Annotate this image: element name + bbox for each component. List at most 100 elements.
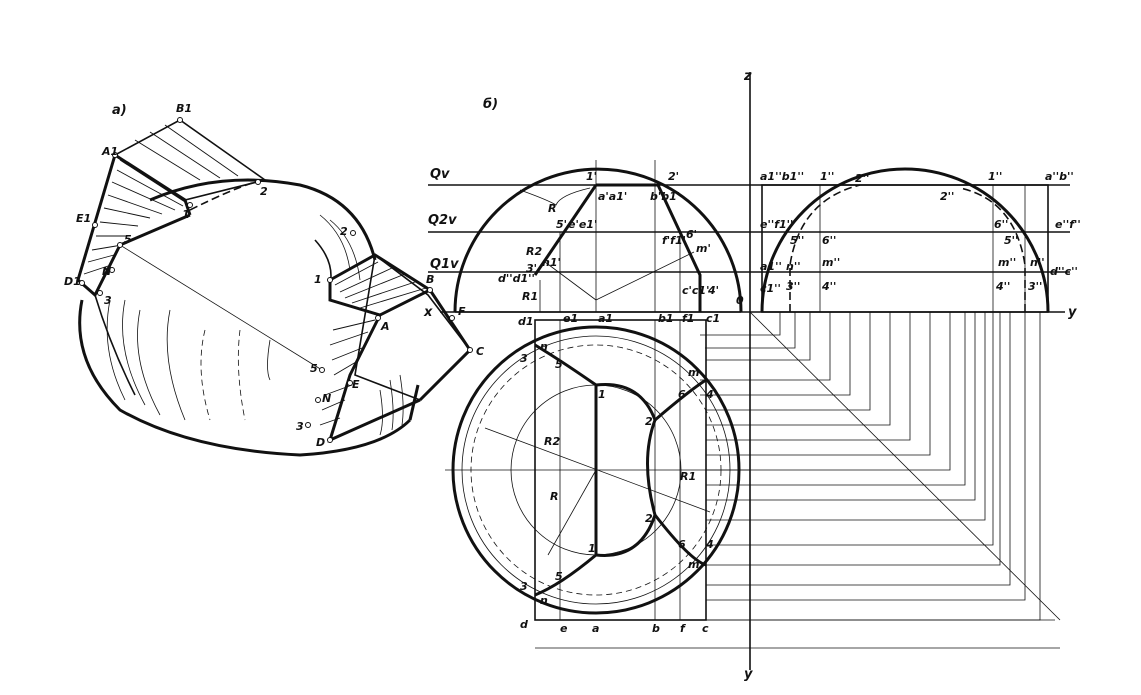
svg-text:2: 2 <box>645 512 653 525</box>
svg-text:e1: e1 <box>563 312 578 325</box>
panel-b-caption: б) <box>483 97 498 112</box>
svg-text:e''f'': e''f'' <box>1055 218 1081 231</box>
svg-text:6: 6 <box>678 538 686 551</box>
plane-qv-label: Qv <box>430 167 450 182</box>
svg-text:E: E <box>352 378 360 391</box>
svg-text:N: N <box>102 265 111 278</box>
panel-a-caption: a) <box>112 103 127 118</box>
svg-text:1: 1 <box>182 208 190 221</box>
axis-line <box>119 244 323 371</box>
projection-lines <box>535 311 1061 649</box>
svg-text:m'': m'' <box>998 256 1016 269</box>
svg-text:5'': 5'' <box>790 234 804 247</box>
svg-text:4'': 4'' <box>995 280 1010 293</box>
svg-text:R1: R1 <box>522 290 538 303</box>
svg-text:B: B <box>426 273 434 286</box>
svg-text:d: d <box>520 618 528 631</box>
svg-text:5: 5 <box>555 570 563 583</box>
svg-text:5: 5 <box>124 233 132 246</box>
svg-text:5: 5 <box>555 358 563 371</box>
svg-text:4': 4' <box>707 284 719 297</box>
svg-text:3'': 3'' <box>1028 280 1042 293</box>
z-axis-label: z <box>743 69 752 84</box>
svg-text:3: 3 <box>520 352 528 365</box>
svg-text:R1: R1 <box>680 470 696 483</box>
front-view <box>453 160 743 313</box>
svg-text:R: R <box>548 202 556 215</box>
front-view-labels: 1' 2' a'a1' b'b1' 5' e'e1' f'f1' 6' m' R… <box>498 170 719 303</box>
dome-top-outline <box>149 178 377 261</box>
svg-text:n: n <box>540 340 548 353</box>
svg-text:4'': 4'' <box>821 280 836 293</box>
svg-text:n: n <box>540 594 548 607</box>
svg-text:m: m <box>688 366 699 379</box>
svg-text:C: C <box>476 345 484 358</box>
top-view-labels: d1 e1 a1 b1 f1 c1 3 n 5 1 2 m 6 4 R2 R R… <box>518 312 720 635</box>
svg-text:n'': n'' <box>1030 256 1045 269</box>
svg-text:m: m <box>688 558 699 571</box>
svg-text:e: e <box>560 622 568 635</box>
svg-text:D1: D1 <box>64 275 81 288</box>
svg-text:R: R <box>550 490 558 503</box>
svg-text:e''f1'': e''f1'' <box>760 218 793 231</box>
svg-text:2'': 2'' <box>940 190 954 203</box>
svg-text:e'e1': e'e1' <box>568 218 597 231</box>
svg-text:a: a <box>592 622 599 635</box>
svg-text:c1'': c1'' <box>760 282 781 295</box>
svg-text:6': 6' <box>686 228 697 241</box>
svg-text:A: A <box>380 320 390 333</box>
svg-text:c'c1': c'c1' <box>682 284 709 297</box>
svg-text:d''d1'': d''d1'' <box>498 272 535 285</box>
side-view-labels: a1''b1'' 1'' 2'' 2'' 1'' a''b'' e''f1'' … <box>760 170 1081 295</box>
svg-text:f'f1': f'f1' <box>662 234 686 247</box>
cut-curve-left <box>94 294 136 396</box>
svg-text:3': 3' <box>526 262 537 275</box>
svg-text:4: 4 <box>705 538 714 551</box>
svg-text:c: c <box>702 622 709 635</box>
svg-text:a1'': a1'' <box>760 260 782 273</box>
svg-text:5: 5 <box>310 362 318 375</box>
svg-text:a'a1': a'a1' <box>598 190 627 203</box>
svg-text:1: 1 <box>588 542 596 555</box>
svg-text:1'': 1'' <box>820 170 834 183</box>
svg-text:2: 2 <box>645 415 653 428</box>
svg-text:6: 6 <box>678 388 686 401</box>
dome-shading <box>106 214 404 436</box>
right-prism <box>319 253 472 443</box>
svg-text:b1: b1 <box>658 312 674 325</box>
svg-text:B1: B1 <box>176 102 192 115</box>
x-axis-label: x <box>423 305 433 320</box>
top-view <box>445 319 750 621</box>
svg-text:R2: R2 <box>526 245 542 258</box>
svg-text:2: 2 <box>260 185 268 198</box>
y-axis-label-bottom: y <box>744 667 753 682</box>
svg-text:b'b1': b'b1' <box>650 190 680 203</box>
svg-text:1': 1' <box>586 170 597 183</box>
svg-text:3: 3 <box>296 420 304 433</box>
svg-text:6'': 6'' <box>822 234 836 247</box>
svg-text:m'': m'' <box>822 256 840 269</box>
svg-text:D: D <box>316 436 325 449</box>
svg-text:a''b'': a''b'' <box>1045 170 1074 183</box>
svg-text:5': 5' <box>556 218 567 231</box>
panel-a-points <box>79 117 473 443</box>
svg-text:n1': n1' <box>542 256 561 269</box>
svg-text:5'': 5'' <box>1004 234 1018 247</box>
panel-b-orthographic-views: б) z x y y 0 Qv Q2v Q1v <box>423 69 1081 682</box>
panel-a-isometric-view: a) <box>64 102 484 457</box>
svg-text:a1: a1 <box>598 312 613 325</box>
panel-a-labels: B1 A1 E1 D1 1 2 2 1 5 N 3 B A F C 5 E N … <box>64 102 484 449</box>
y-axis-label-right: y <box>1068 305 1077 320</box>
svg-text:A1: A1 <box>101 145 118 158</box>
side-view <box>760 167 1050 313</box>
svg-text:3: 3 <box>104 294 112 307</box>
svg-text:N: N <box>322 392 331 405</box>
svg-text:f: f <box>680 622 686 635</box>
svg-text:2': 2' <box>668 170 679 183</box>
svg-text:m': m' <box>696 242 711 255</box>
svg-text:2'': 2'' <box>855 172 869 185</box>
svg-text:c1: c1 <box>706 312 720 325</box>
svg-text:1: 1 <box>314 273 322 286</box>
svg-text:R2: R2 <box>544 435 560 448</box>
